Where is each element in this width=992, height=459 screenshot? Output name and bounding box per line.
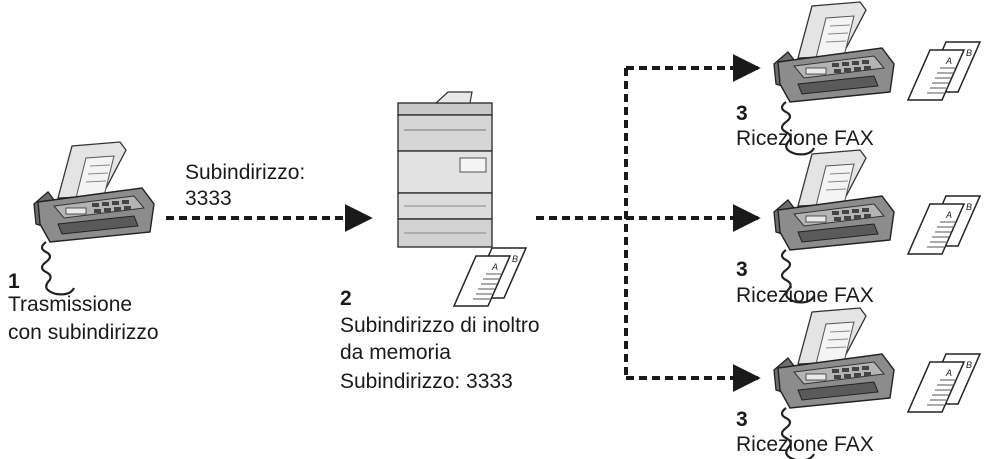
receiver-3-step-number: 3 xyxy=(736,408,748,431)
relay-documents-icon xyxy=(453,247,527,307)
receiver-2-step-number: 3 xyxy=(736,258,748,281)
transmission-label-line2: 3333 xyxy=(185,187,232,210)
relay-line2: da memoria xyxy=(340,341,451,364)
sender-fax-icon xyxy=(32,140,156,296)
receiver-3-documents-icon xyxy=(907,353,981,413)
sender-step-number: 1 xyxy=(8,270,20,293)
sender-caption-line1: Trasmissione xyxy=(8,293,133,316)
receiver-2-documents-icon xyxy=(907,195,981,255)
relay-line3: Subindirizzo: 3333 xyxy=(340,370,513,393)
receiver-2-fax-icon xyxy=(772,148,896,304)
multifunction-printer-icon xyxy=(397,91,493,248)
receiver-3-caption: Ricezione FAX xyxy=(736,433,874,456)
sender-caption-line2: con subindirizzo xyxy=(8,321,159,344)
receiver-1-caption: Ricezione FAX xyxy=(736,127,874,150)
receiver-1-step-number: 3 xyxy=(736,102,748,125)
relay-line1: Subindirizzo di inoltro xyxy=(340,314,540,337)
receiver-2-caption: Ricezione FAX xyxy=(736,284,874,307)
transmission-label-line1: Subindirizzo: xyxy=(185,161,306,184)
relay-step-number: 2 xyxy=(340,287,352,310)
receiver-1-documents-icon xyxy=(907,41,981,101)
